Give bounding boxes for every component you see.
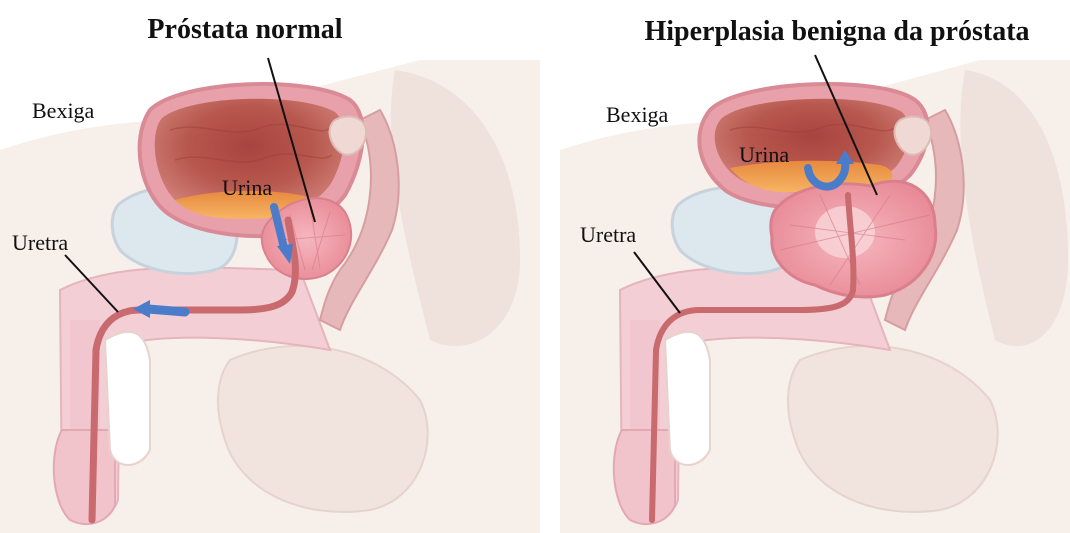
panel-title-normal: Próstata normal [147, 14, 342, 45]
label-urethra-bph: Uretra [580, 222, 636, 247]
urine-flow-arrow-left [148, 309, 185, 312]
panel-normal: Próstata normal Bexiga Urina Uretra [0, 14, 540, 533]
panel-title-bph: Hiperplasia benigna da próstata [644, 16, 1029, 47]
label-bladder-normal: Bexiga [32, 98, 95, 123]
panel-bph: Hiperplasia benigna da próstata Bexiga U… [560, 16, 1070, 533]
label-bladder-bph: Bexiga [606, 102, 669, 127]
label-urine-bph: Urina [739, 142, 789, 167]
label-urine-normal: Urina [222, 175, 272, 200]
label-urethra-normal: Uretra [12, 230, 68, 255]
